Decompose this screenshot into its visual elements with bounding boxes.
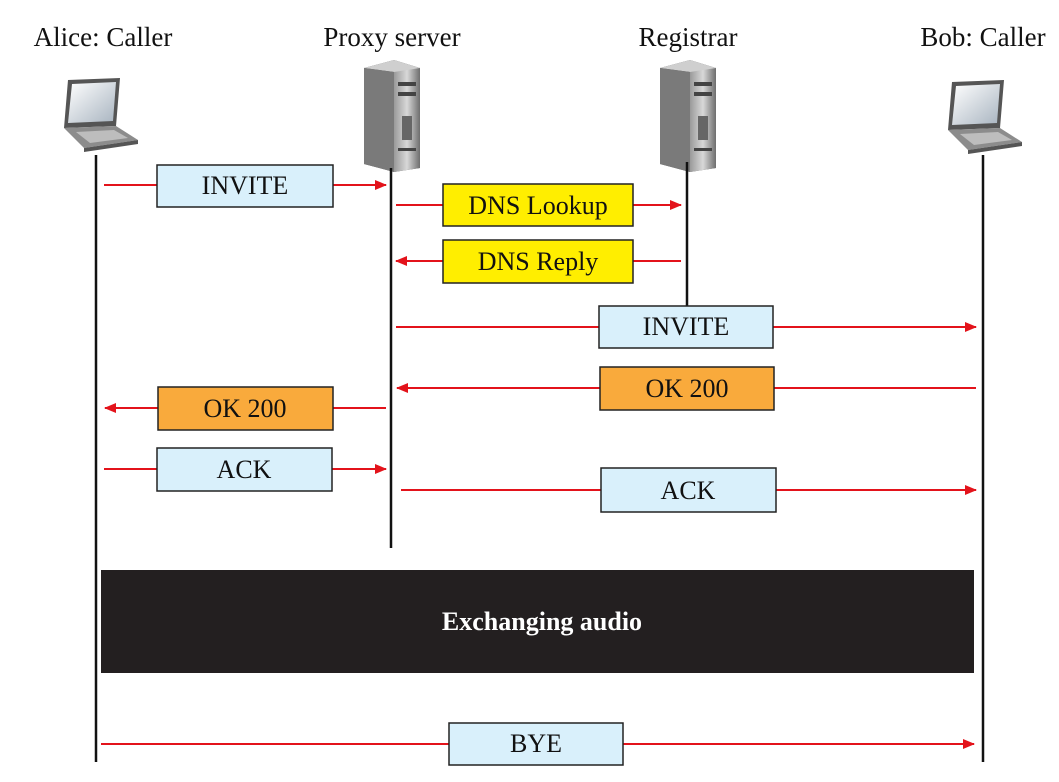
message-box bbox=[599, 366, 775, 411]
message-box bbox=[157, 386, 334, 431]
participant-label-registrar: Registrar bbox=[639, 22, 738, 52]
message-dns-lookup: DNS Lookup bbox=[396, 183, 682, 227]
server-icon bbox=[660, 60, 716, 172]
audio-exchange-bar: Exchanging audio bbox=[101, 570, 974, 673]
participant-label-proxy: Proxy server bbox=[323, 22, 460, 52]
message-invite-alice-to-proxy: INVITE bbox=[104, 164, 387, 208]
message-dns-reply: DNS Reply bbox=[395, 239, 681, 284]
message-box bbox=[156, 164, 334, 208]
message-label: OK 200 bbox=[645, 374, 728, 403]
message-ok200-proxy-to-alice: OK 200 bbox=[104, 386, 386, 431]
message-label: INVITE bbox=[202, 171, 289, 200]
audio-bar bbox=[101, 570, 974, 673]
message-invite-proxy-to-bob: INVITE bbox=[396, 305, 977, 349]
message-box bbox=[442, 183, 634, 227]
server-icon bbox=[364, 60, 420, 172]
message-box bbox=[156, 447, 333, 492]
laptop-icon bbox=[948, 80, 1022, 154]
message-label: BYE bbox=[510, 729, 562, 758]
message-box bbox=[448, 722, 624, 766]
message-label: ACK bbox=[661, 476, 716, 505]
audio-label: Exchanging audio bbox=[442, 607, 642, 636]
message-ack-proxy-to-bob: ACK bbox=[401, 467, 977, 513]
message-label: OK 200 bbox=[203, 394, 286, 423]
message-ack-alice-to-proxy: ACK bbox=[104, 447, 387, 492]
message-label: ACK bbox=[217, 455, 272, 484]
message-bye: BYE bbox=[101, 722, 975, 766]
message-label: DNS Reply bbox=[478, 247, 599, 276]
laptop-icon bbox=[64, 78, 138, 152]
participant-label-bob: Bob: Caller bbox=[920, 22, 1045, 52]
message-ok200-bob-to-proxy: OK 200 bbox=[396, 366, 976, 411]
message-box bbox=[600, 467, 777, 513]
message-label: DNS Lookup bbox=[468, 191, 607, 220]
message-box bbox=[442, 239, 634, 284]
participant-label-alice: Alice: Caller bbox=[34, 22, 173, 52]
message-label: INVITE bbox=[643, 312, 730, 341]
message-box bbox=[598, 305, 774, 349]
